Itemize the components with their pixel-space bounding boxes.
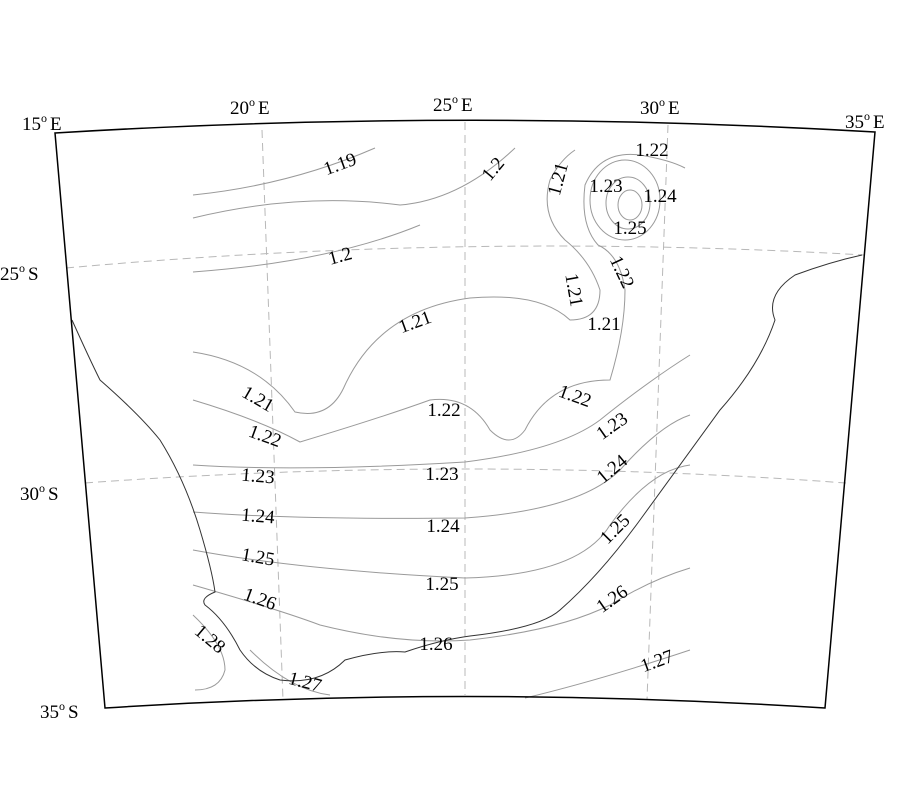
meridian-30e: [646, 124, 669, 701]
contour-label: 1.19: [321, 149, 359, 180]
contour-label: 1.25: [425, 574, 458, 595]
contour-label: 1.22: [427, 400, 460, 421]
parallel-30s: [84, 468, 847, 484]
contour-label: 1.22: [556, 381, 594, 412]
contour-line: [192, 149, 601, 414]
contour-label: 1.24: [426, 516, 460, 537]
contour-label: 1.22: [246, 421, 284, 452]
contour-label: 1.26: [419, 634, 452, 655]
contour-line: [192, 354, 691, 469]
map-frame: [54, 119, 876, 709]
contour-label: 1.21: [238, 382, 277, 417]
contour-label: 1.24: [240, 505, 275, 529]
contour-line: [192, 153, 686, 443]
contour-label: 1.21: [544, 160, 573, 198]
contour-line: [192, 414, 691, 519]
contour-label: 1.26: [593, 581, 632, 617]
contour-label: 1.2: [326, 243, 354, 269]
contour-label: 1.27: [638, 646, 676, 677]
contour-label: 1.24: [643, 186, 677, 207]
contour-line: [589, 159, 661, 241]
contour-line: [192, 614, 226, 691]
contour-lines: [192, 147, 691, 699]
contour-label: 1.25: [240, 544, 276, 570]
coastline: [71, 254, 863, 682]
contour-label: 1.23: [425, 464, 458, 485]
contour-label: 1.24: [593, 450, 632, 488]
contour-label: 1.21: [560, 272, 586, 308]
contour-line: [192, 464, 691, 579]
contour-line: [192, 224, 421, 273]
contour-line: [617, 189, 643, 221]
contour-label: 1.21: [587, 314, 620, 335]
contour-label: 1.25: [613, 218, 646, 239]
contour-label: 1.28: [190, 621, 229, 658]
contour-label: 1.21: [396, 307, 434, 338]
contour-label: 1.26: [241, 584, 279, 615]
contour-label: 1.23: [240, 465, 275, 489]
graticule: [65, 122, 865, 701]
contour-line: [192, 567, 691, 642]
contour-line: [192, 147, 376, 196]
contour-label: 1.22: [635, 140, 668, 161]
contour-label: 1.23: [593, 408, 632, 444]
contour-label: 1.22: [605, 253, 638, 292]
contour-label: 1.27: [286, 668, 324, 697]
contour-line: [192, 147, 516, 219]
meridian-20e: [261, 129, 284, 701]
contour-label: 1.23: [589, 176, 622, 197]
contour-label: 1.25: [596, 510, 634, 548]
contour-line: [605, 176, 651, 230]
